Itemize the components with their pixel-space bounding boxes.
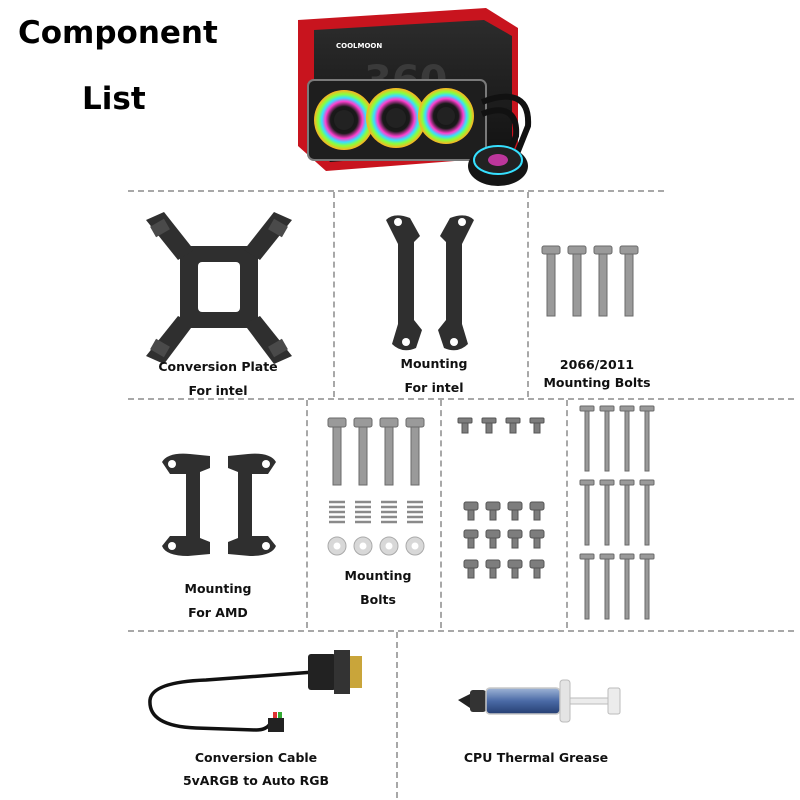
conversion-cable-label-1: Conversion Cable (194, 750, 318, 765)
intel-brackets-image (386, 215, 474, 351)
divider-v5 (566, 400, 568, 628)
thermal-grease-image (458, 679, 621, 723)
bolts-2066-image (541, 245, 639, 317)
title-line-1: Component (18, 15, 218, 51)
divider-row1-bottom (128, 398, 794, 400)
box-brand: COOLMOON (336, 42, 382, 50)
conversion-plate-label-1: Conversion Plate (158, 359, 278, 374)
product-box-image: COOLMOON 360 (298, 8, 532, 186)
amd-brackets-image (162, 453, 276, 556)
mounting-amd-label-2: For AMD (188, 605, 248, 620)
bolts-2066-label-2: Mounting Bolts (543, 375, 651, 390)
divider-top (128, 190, 664, 192)
conversion-cable-label-2: 5vARGB to Auto RGB (182, 773, 330, 788)
conversion-plate-image (146, 212, 292, 364)
divider-row2-bottom (128, 630, 794, 632)
title-line-2: List (82, 81, 146, 117)
divider-v2 (527, 192, 529, 397)
divider-v1 (333, 192, 335, 397)
small-screws-image (457, 417, 545, 579)
mounting-bolts-label-1: Mounting (344, 568, 412, 583)
mounting-intel-label-1: Mounting (400, 356, 468, 371)
conversion-cable-image (148, 650, 362, 732)
mounting-bolts-image (327, 417, 425, 556)
divider-v3 (306, 400, 308, 628)
mounting-intel-label-2: For intel (404, 380, 464, 395)
bolts-2066-label-1: 2066/2011 (559, 357, 635, 372)
mounting-amd-label-1: Mounting (184, 581, 252, 596)
divider-v4 (440, 400, 442, 628)
conversion-plate-label-2: For intel (188, 383, 248, 398)
thermal-grease-label: CPU Thermal Grease (463, 750, 609, 765)
long-screws-image (579, 405, 655, 620)
mounting-bolts-label-2: Bolts (360, 592, 396, 607)
divider-v6 (396, 632, 398, 798)
